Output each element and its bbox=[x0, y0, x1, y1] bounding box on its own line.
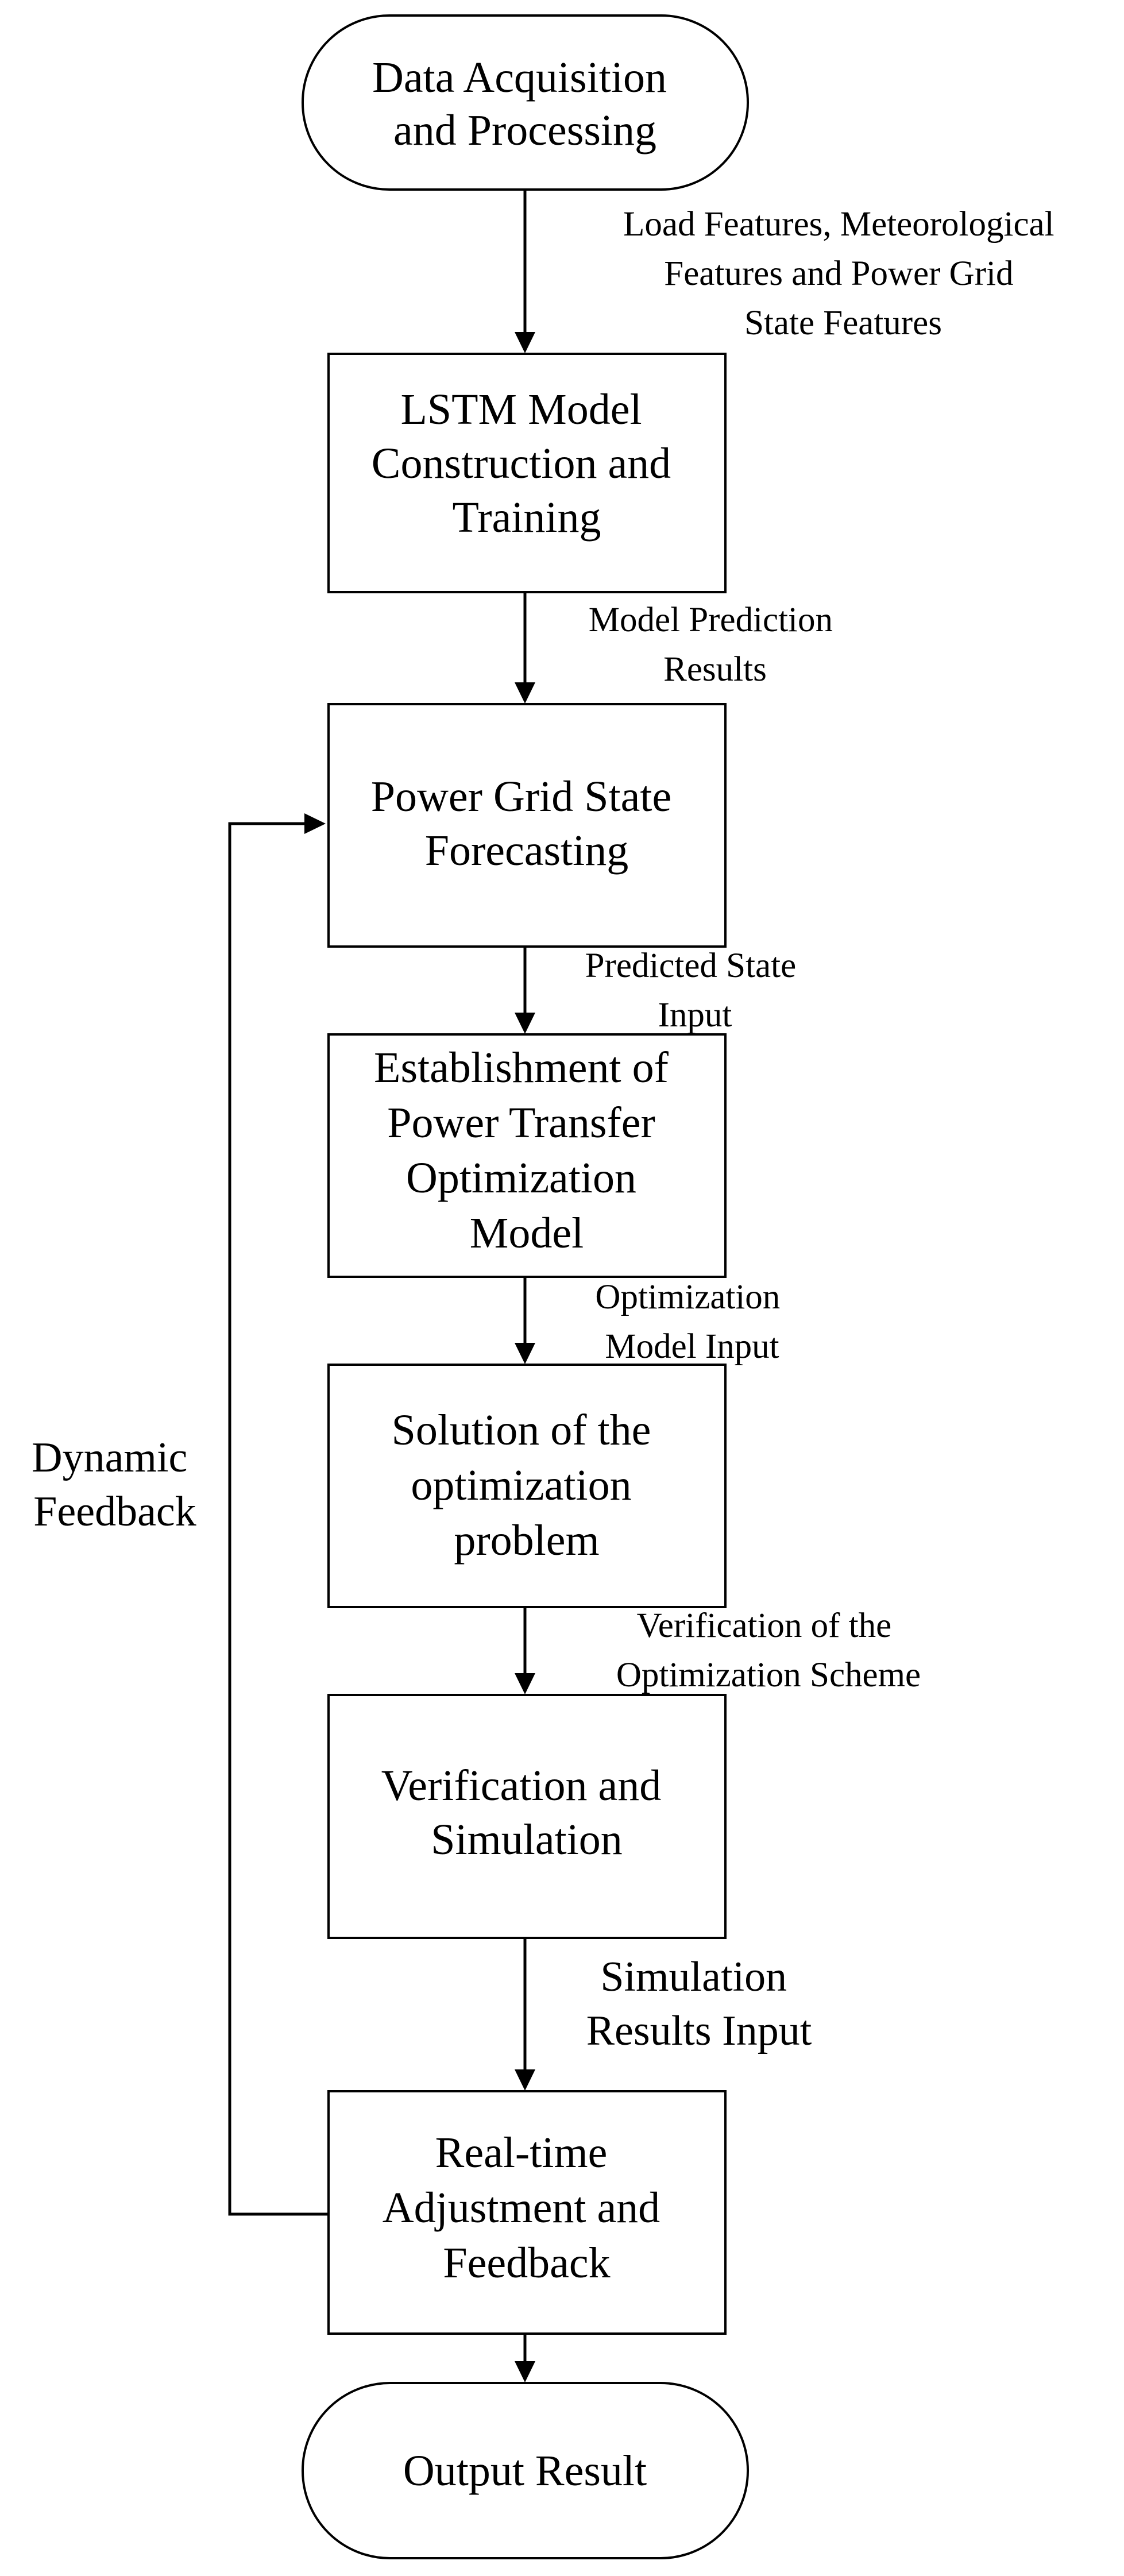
node-verification-simulation: Verification and Simulation bbox=[327, 1694, 727, 1939]
edge-label-model-prediction: Model Prediction Results bbox=[589, 601, 842, 689]
node-output-result-label: Output Result bbox=[403, 2447, 647, 2495]
edge-label-simulation-results: Simulation Results Input bbox=[586, 1953, 812, 2054]
connector-dynamic-feedback bbox=[228, 813, 327, 2216]
node-solution-optimization: Solution of the optimization problem bbox=[327, 1364, 727, 1608]
edge-label-features: Load Features, Meteorological Features a… bbox=[623, 205, 1063, 342]
node-lstm-model-label: LSTM Model Construction and Training bbox=[372, 385, 682, 542]
edge-label-verification-scheme: Verification of the Optimization Scheme bbox=[616, 1606, 921, 1694]
node-output-result: Output Result bbox=[302, 2382, 749, 2559]
edge-label-dynamic-feedback: Dynamic Feedback bbox=[32, 1434, 198, 1535]
node-verification-simulation-label: Verification and Simulation bbox=[381, 1762, 672, 1864]
connector-solution-to-verify bbox=[515, 1607, 535, 1694]
node-realtime-adjustment-label: Real-time Adjustment and Feedback bbox=[383, 2129, 671, 2287]
connector-start-to-lstm bbox=[515, 190, 535, 353]
node-lstm-model: LSTM Model Construction and Training bbox=[327, 353, 727, 593]
connector-verify-to-realtime bbox=[515, 1938, 535, 2091]
connector-forecast-to-establish bbox=[515, 947, 535, 1034]
connector-realtime-to-output bbox=[515, 2334, 535, 2382]
node-establishment-model-label: Establishment of Power Transfer Optimiza… bbox=[374, 1044, 679, 1257]
connector-establish-to-solution bbox=[515, 1277, 535, 1364]
node-power-grid-forecasting: Power Grid State Forecasting bbox=[327, 703, 727, 948]
node-establishment-model: Establishment of Power Transfer Optimiza… bbox=[327, 1033, 727, 1278]
node-power-grid-forecasting-label: Power Grid State Forecasting bbox=[371, 773, 682, 875]
node-data-acquisition-label: Data Acquisition and Processing bbox=[372, 53, 678, 155]
node-solution-optimization-label: Solution of the optimization problem bbox=[392, 1406, 662, 1565]
node-realtime-adjustment: Real-time Adjustment and Feedback bbox=[327, 2090, 727, 2335]
edge-label-predicted-state: Predicted State Input bbox=[585, 947, 805, 1034]
node-data-acquisition: Data Acquisition and Processing bbox=[302, 14, 749, 191]
edge-label-optimization-model-input: Optimization Model Input bbox=[595, 1278, 789, 1366]
connector-lstm-to-forecast bbox=[515, 592, 535, 704]
